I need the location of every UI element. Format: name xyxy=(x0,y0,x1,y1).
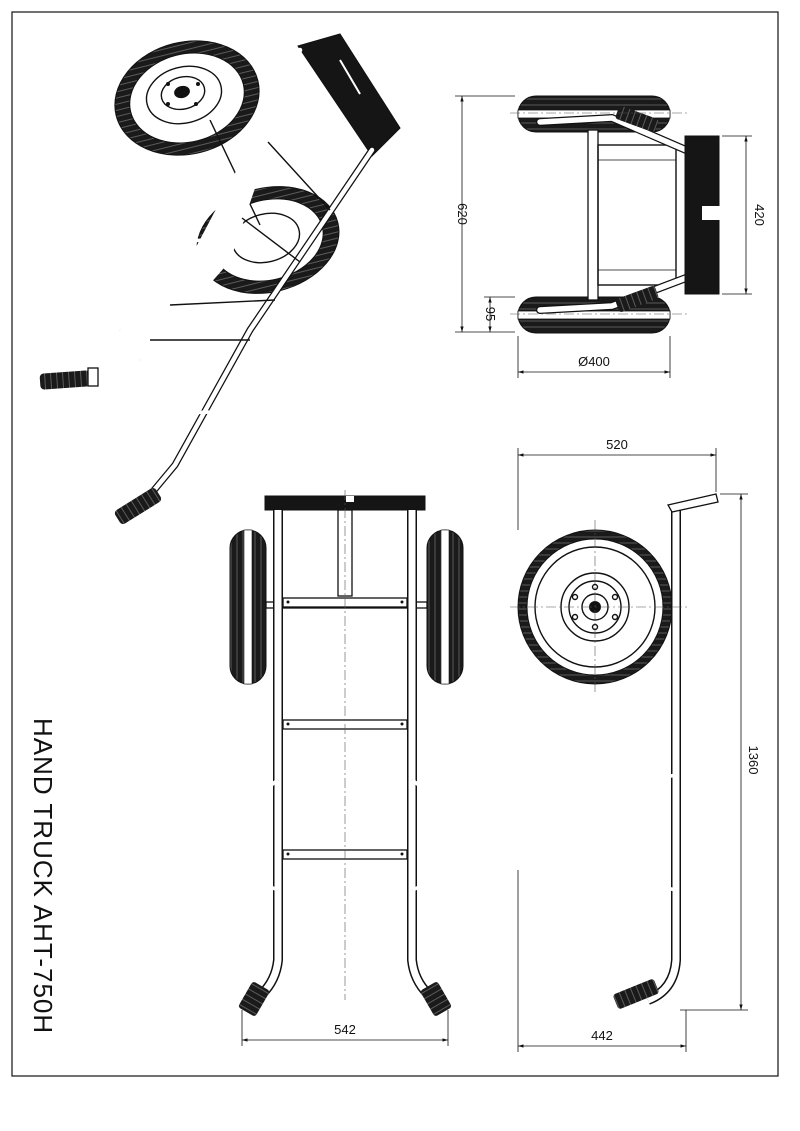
drawing-title: HAND TRUCK AHT-750H xyxy=(28,718,58,1034)
iso-handle-right xyxy=(114,488,162,524)
dim-plan-length: 620 xyxy=(455,203,470,225)
dim-plan-width: 420 xyxy=(752,204,767,226)
iso-toe-plate xyxy=(297,33,401,157)
drawing-border xyxy=(11,11,779,1077)
plan-dimensions: 620 95 420 Ø400 xyxy=(455,95,767,378)
dim-wheel-diameter: Ø400 xyxy=(578,354,610,369)
side-dimensions: 520 1360 442 xyxy=(517,437,761,1052)
front-view xyxy=(229,490,464,1016)
plan-view xyxy=(510,95,720,334)
dim-side-depth: 442 xyxy=(591,1028,613,1043)
dim-side-height: 1360 xyxy=(746,746,761,775)
isometric-view xyxy=(31,33,401,524)
side-view xyxy=(510,493,719,1009)
dim-plan-offset: 95 xyxy=(483,307,498,321)
dim-side-width: 520 xyxy=(606,437,628,452)
iso-rear-wheel xyxy=(114,40,260,156)
iso-handle-left xyxy=(39,367,99,390)
dim-front-width: 542 xyxy=(334,1022,356,1037)
front-dimensions: 542 xyxy=(241,1010,449,1046)
